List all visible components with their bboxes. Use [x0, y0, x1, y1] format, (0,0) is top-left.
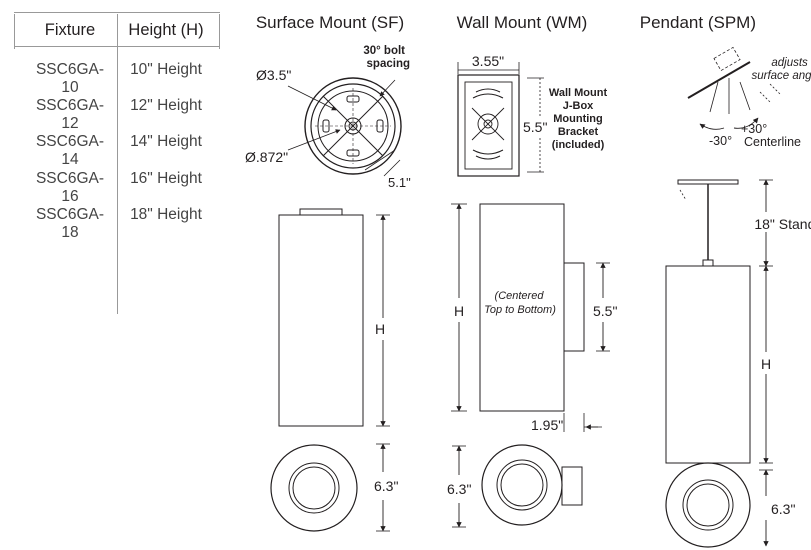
fixture-height-table: Fixture Height (H) SSC6GA-10 10" Height …: [0, 0, 240, 320]
wall-dim-55b-label: 5.5": [593, 303, 617, 319]
table-left-border: [14, 14, 15, 49]
row-3-height: 14" Height: [130, 133, 202, 150]
pendant-centerline-label: Centerline: [744, 135, 801, 149]
row-4-height: 16" Height: [130, 170, 202, 187]
wall-dim-55a-label: 5.5": [523, 119, 547, 135]
row-4-fixture: SSC6GA-16: [35, 170, 105, 205]
row-3-fixture: SSC6GA-14: [35, 133, 105, 168]
surface-bottom-view: [270, 443, 390, 532]
pendant-minus30-label: -30°: [709, 134, 732, 148]
header-height: Height (H): [128, 21, 204, 39]
surface-side-view: [278, 208, 390, 427]
surface-bolt-label-1: 30° bolt: [363, 45, 405, 57]
wall-bracket-label-2: J-Box: [563, 100, 594, 112]
row-5-fixture: SSC6GA-18: [35, 206, 105, 241]
pendant-adjusts-label-2: surface angle: [751, 70, 811, 82]
surface-top-view: [287, 77, 402, 177]
wall-dim-355-label: 3.55": [472, 53, 504, 69]
surface-mount-group: Surface Mount (SF) Ø3.5" Ø.872" 30° bolt…: [245, 13, 411, 532]
header-fixture: Fixture: [44, 21, 96, 39]
wall-mount-title: Wall Mount (WM): [457, 13, 588, 32]
surface-dim-51-label: 5.1": [388, 175, 411, 190]
wall-bottom-view: [452, 444, 583, 528]
wall-bracket-label-4: Bracket: [558, 126, 599, 138]
surface-dim-63-label: 6.3": [374, 478, 398, 494]
row-1-height: 10" Height: [130, 61, 202, 78]
wall-bracket-label-1: Wall Mount: [549, 87, 608, 99]
wall-mount-group: Wall Mount (WM) 3.55" 5.5" Wall Mount J-…: [447, 13, 617, 528]
surface-h-label: H: [375, 321, 385, 337]
pendant-dim-63-label: 6.3": [771, 501, 795, 517]
wall-dim-63-label: 6.3": [447, 481, 471, 497]
pendant-adjusts-label-1: adjusts to: [771, 57, 811, 69]
row-2-height: 12" Height: [130, 97, 202, 114]
surface-dia-872-label: Ø.872": [245, 149, 288, 165]
wall-h-label: H: [454, 303, 464, 319]
row-5-height: 18" Height: [130, 206, 202, 223]
column-divider: [117, 14, 118, 314]
wall-centered-label-2: Top to Bottom): [484, 304, 556, 316]
pendant-bottom-view: [665, 462, 773, 548]
row-1-fixture: SSC6GA-10: [35, 61, 105, 96]
pendant-standard-label: 18" Standard: [754, 216, 811, 232]
pendant-group: Pendant (SPM) adjusts to surface angle +…: [640, 13, 811, 548]
surface-bolt-label-2: spacing: [367, 58, 410, 70]
surface-dia-35-label: Ø3.5": [256, 67, 291, 83]
pendant-h-label: H: [761, 356, 771, 372]
wall-centered-label-1: (Centered: [495, 290, 545, 302]
pendant-title: Pendant (SPM): [640, 13, 756, 32]
pendant-plus30-label: +30°: [741, 122, 767, 136]
surface-mount-title: Surface Mount (SF): [256, 13, 404, 32]
wall-dim-195-label: 1.95": [531, 417, 563, 433]
table-top-border: [14, 12, 220, 13]
wall-bracket-view: [457, 62, 544, 177]
pendant-angle-view: [687, 46, 781, 130]
table-right-border: [219, 14, 220, 49]
wall-bracket-label-5: (included): [552, 139, 605, 151]
row-2-fixture: SSC6GA-12: [35, 97, 105, 132]
wall-side-view: [451, 203, 610, 432]
wall-bracket-label-3: Mounting: [553, 113, 602, 125]
